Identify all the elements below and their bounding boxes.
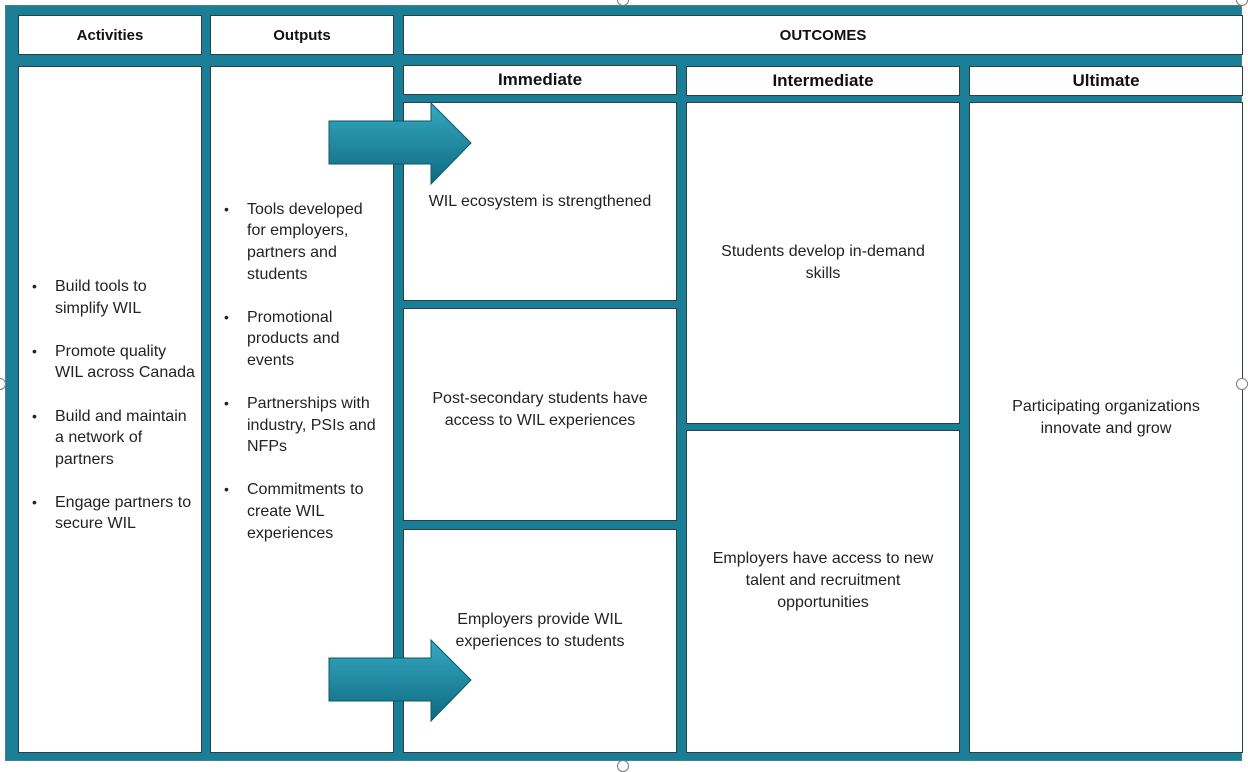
list-item: Tools developed for employers, partners … xyxy=(217,199,385,285)
list-item: Commitments to create WIL experiences xyxy=(217,479,385,544)
header-outcomes: OUTCOMES xyxy=(403,15,1243,55)
outcome-text: Participating organizations innovate and… xyxy=(1012,398,1200,437)
outputs-box: Tools developed for employers, partners … xyxy=(210,66,394,753)
header-immediate: Immediate xyxy=(403,65,677,95)
header-intermediate: Intermediate xyxy=(686,66,960,96)
outcome-text: Employers have access to new talent and … xyxy=(712,550,934,611)
list-item: Partnerships with industry, PSIs and NFP… xyxy=(217,393,385,458)
outcome-text: Post-secondary students have access to W… xyxy=(432,389,648,429)
ultimate-outcome-box: Participating organizations innovate and… xyxy=(969,102,1243,753)
header-ultimate: Ultimate xyxy=(969,66,1243,96)
right-arrow-icon xyxy=(328,101,472,186)
list-item: Engage partners to secure WIL xyxy=(25,492,195,535)
outcome-text: WIL ecosystem is strengthened xyxy=(428,192,652,210)
selection-handle[interactable] xyxy=(1236,378,1248,390)
outcome-text: Employers provide WIL experiences to stu… xyxy=(455,610,625,650)
activities-list: Build tools to simplify WIL Promote qual… xyxy=(25,276,195,535)
header-activities: Activities xyxy=(18,15,202,55)
list-item: Promotional products and events xyxy=(217,307,385,372)
list-item: Promote quality WIL across Canada xyxy=(25,341,195,384)
selection-handle[interactable] xyxy=(617,760,629,772)
intermediate-outcome-box: Employers have access to new talent and … xyxy=(686,430,960,753)
immediate-outcome-box: Employers provide WIL experiences to stu… xyxy=(403,529,677,753)
header-outputs: Outputs xyxy=(210,15,394,55)
immediate-outcome-box: Post-secondary students have access to W… xyxy=(403,308,677,521)
list-item: Build and maintain a network of partners xyxy=(25,406,195,471)
outputs-list: Tools developed for employers, partners … xyxy=(217,199,385,545)
right-arrow-icon xyxy=(328,638,472,723)
list-item: Build tools to simplify WIL xyxy=(25,276,195,319)
outcome-text: Students develop in-demand skills xyxy=(721,243,925,282)
activities-box: Build tools to simplify WIL Promote qual… xyxy=(18,66,202,753)
intermediate-outcome-box: Students develop in-demand skills xyxy=(686,102,960,424)
